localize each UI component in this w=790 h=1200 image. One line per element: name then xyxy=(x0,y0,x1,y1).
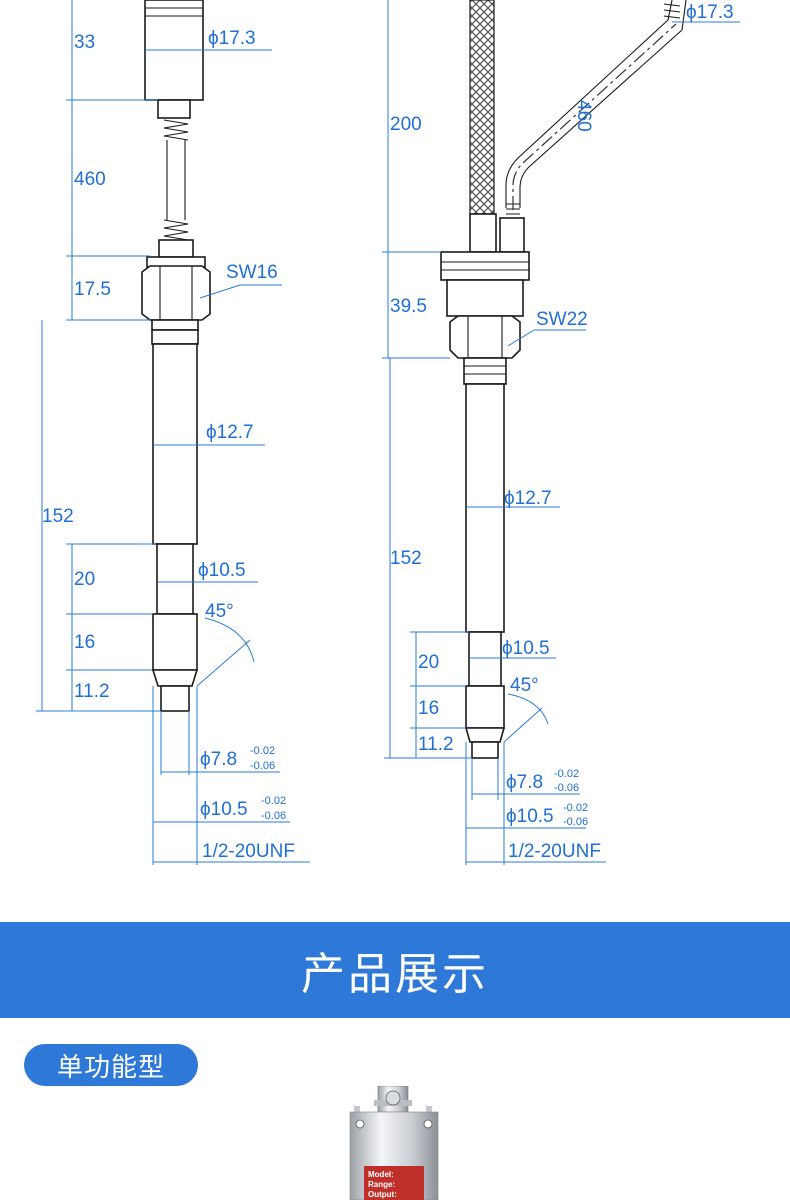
dim-phi10-5: ϕ10.5 xyxy=(198,560,246,581)
left-sensor-drawing: 33 460 17.5 152 20 16 11.2 ϕ17.3 SW16 ϕ1… xyxy=(36,0,310,865)
product-label-model: Model: xyxy=(368,1170,394,1179)
dim-r-11-2: 11.2 xyxy=(418,734,454,755)
dim-r-thread: 1/2-20UNF xyxy=(508,841,601,862)
dim-angle-45: 45° xyxy=(205,601,234,622)
dim-16: 16 xyxy=(74,632,95,653)
banner-title: 产品展示 xyxy=(301,949,489,1000)
dim-r-angle-45: 45° xyxy=(510,675,539,696)
dim-phi7-8-tol-up: -0.02 xyxy=(250,745,275,757)
section-banner: 产品展示 xyxy=(0,922,790,1018)
dim-r-phi12-7: ϕ12.7 xyxy=(504,488,552,509)
product-label-range: Range: xyxy=(368,1180,395,1189)
dim-r-460: 460 xyxy=(573,100,594,132)
dim-phi10-5-tol-dn: -0.06 xyxy=(261,810,286,822)
product-label-output: Output: xyxy=(368,1190,397,1199)
dim-r-sw22: SW22 xyxy=(536,309,588,330)
dim-phi12-7: ϕ12.7 xyxy=(206,422,254,443)
dim-r-152: 152 xyxy=(390,548,422,569)
dim-r-phi10-5-bottom: ϕ10.5 xyxy=(506,806,554,827)
dim-33: 33 xyxy=(74,32,95,53)
dim-r-20: 20 xyxy=(418,652,439,673)
category-badge-label: 单功能型 xyxy=(56,1052,165,1083)
right-sensor-drawing: ϕ17.3 200 460 39.5 SW22 ϕ12.7 152 20 ϕ10… xyxy=(382,0,740,865)
dim-thread: 1/2-20UNF xyxy=(202,841,295,862)
product-photo: Model: Range: Output: xyxy=(349,1086,439,1200)
dim-r-phi17-3: ϕ17.3 xyxy=(686,2,734,23)
dim-r-phi10-5-tol-dn: -0.06 xyxy=(563,816,588,828)
dim-r-200: 200 xyxy=(390,114,422,135)
dim-r-phi7-8-tol-dn: -0.06 xyxy=(554,782,579,794)
dim-sw16: SW16 xyxy=(226,262,278,283)
dim-r-phi7-8: ϕ7.8 xyxy=(506,772,543,793)
dim-r-phi10-5-tol-up: -0.02 xyxy=(563,802,588,814)
dim-17-5: 17.5 xyxy=(74,279,111,300)
dim-phi7-8-tol-dn: -0.06 xyxy=(250,760,275,772)
dim-r-phi7-8-tol-up: -0.02 xyxy=(554,768,579,780)
dim-152: 152 xyxy=(42,506,74,527)
dim-r-16: 16 xyxy=(418,698,439,719)
category-badge: 单功能型 xyxy=(24,1044,198,1086)
dim-phi17-3: ϕ17.3 xyxy=(208,28,256,49)
dim-r-phi10-5: ϕ10.5 xyxy=(502,638,550,659)
dim-r-39-5: 39.5 xyxy=(390,296,427,317)
technical-drawing: 33 460 17.5 152 20 16 11.2 ϕ17.3 SW16 ϕ1… xyxy=(36,0,740,865)
dim-phi10-5-tol-up: -0.02 xyxy=(261,795,286,807)
dim-phi7-8: ϕ7.8 xyxy=(200,749,237,770)
dim-460: 460 xyxy=(74,169,106,190)
dim-20: 20 xyxy=(74,569,95,590)
dim-11-2: 11.2 xyxy=(74,681,110,702)
dim-phi10-5-bottom: ϕ10.5 xyxy=(200,799,248,820)
